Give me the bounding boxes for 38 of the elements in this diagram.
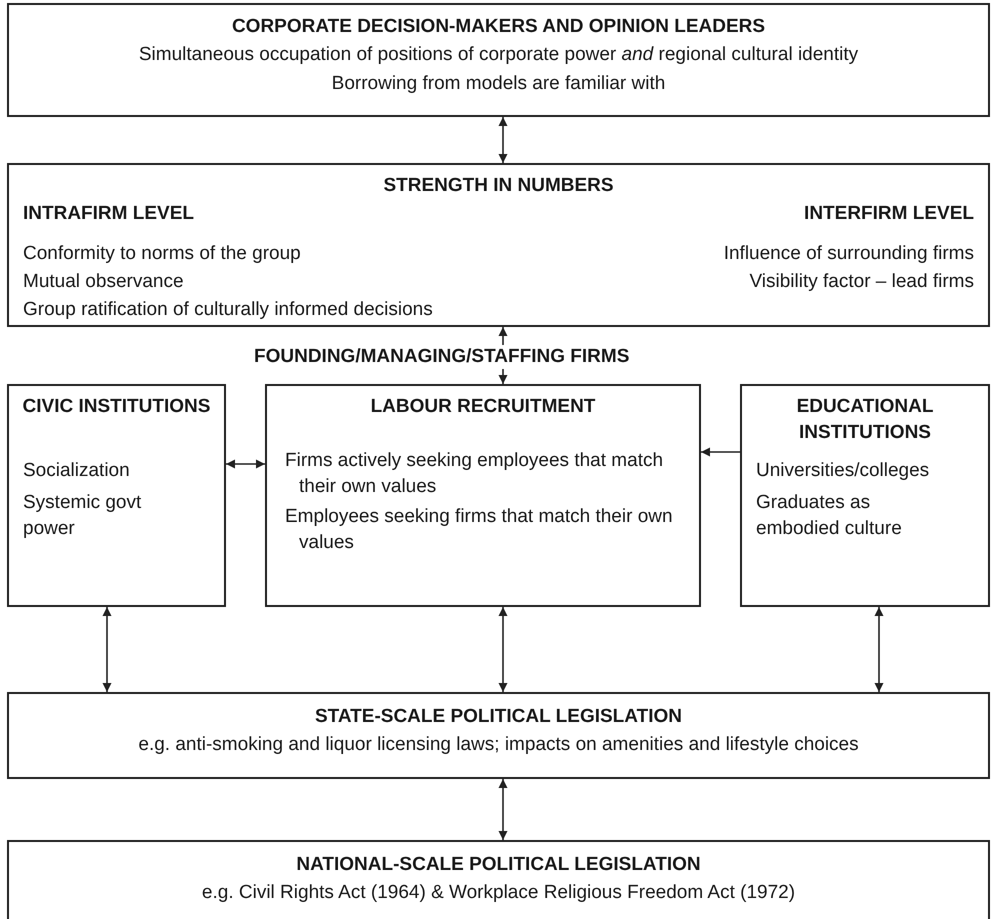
process-box	[7, 692, 990, 779]
box-heading: CIVIC INSTITUTIONS	[22, 395, 212, 419]
box-text: Group ratification of culturally informed decisions	[23, 298, 434, 322]
process-box	[7, 163, 990, 327]
box-text: Influence of surrounding firms	[722, 242, 974, 266]
double-arrow	[874, 607, 884, 692]
process-box	[7, 384, 226, 607]
double-arrow	[498, 607, 508, 692]
process-box	[7, 3, 990, 117]
box-text: Graduates as embodied culture	[756, 491, 903, 541]
box-text: Universities/colleges	[756, 459, 930, 483]
double-arrow	[226, 460, 265, 468]
box-text: e.g. anti-smoking and liquor licensing laws; impacts on amenities and lifestyle choices	[137, 733, 860, 757]
box-text: Firms actively seeking employees that match their own values	[285, 449, 664, 499]
box-heading: LABOUR RECRUITMENT	[370, 395, 596, 419]
box-heading: NATIONAL-SCALE POLITICAL LEGISLATION	[295, 853, 702, 877]
box-text: Borrowing from models are familiar with	[330, 72, 666, 96]
box-heading: INTRAFIRM LEVEL	[23, 202, 195, 226]
box-text: Systemic govt power	[23, 491, 142, 541]
box-text: e.g. Civil Rights Act (1964) & Workplace Religious Freedom Act (1972)	[200, 881, 796, 905]
process-box	[740, 384, 990, 607]
box-text: Mutual observance	[23, 270, 185, 294]
arrow	[701, 448, 740, 456]
process-box	[265, 384, 701, 607]
box-heading: CORPORATE DECISION-MAKERS AND OPINION LEADERS	[230, 15, 766, 39]
box-text: Conformity to norms of the group	[23, 242, 302, 266]
double-arrow	[498, 117, 508, 163]
double-arrow	[498, 779, 508, 840]
box-text: Employees seeking firms that match their own values	[285, 505, 674, 555]
process-box	[7, 840, 990, 919]
box-text: Socialization	[23, 459, 131, 483]
box-text: Visibility factor – lead firms	[748, 270, 974, 294]
box-heading: EDUCATIONAL INSTITUTIONS	[796, 395, 934, 445]
box-heading: STRENGTH IN NUMBERS	[382, 174, 615, 198]
box-heading: INTERFIRM LEVEL	[803, 202, 974, 226]
double-arrow	[102, 607, 112, 692]
box-text: Simultaneous occupation of positions of corporate power and regional cultural identity	[138, 43, 860, 67]
box-heading: STATE-SCALE POLITICAL LEGISLATION	[314, 705, 683, 729]
